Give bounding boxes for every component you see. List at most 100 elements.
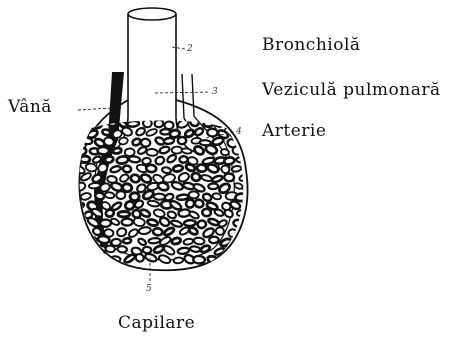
capillary-loop [162, 167, 172, 174]
capillary-loop [98, 235, 110, 244]
capillary-loop [193, 237, 204, 245]
capillary-loop [208, 218, 220, 227]
capillary-loop [249, 190, 260, 200]
capillary-loop [177, 247, 189, 255]
capillary-loop [145, 128, 157, 137]
capillary-loop [162, 244, 175, 256]
capillary-loop [245, 147, 255, 156]
capillary-loop [221, 149, 230, 156]
capillary-loop [144, 253, 157, 263]
capillary-loop [249, 226, 260, 235]
capillary-loop [105, 245, 115, 253]
capillary-loop [224, 157, 235, 166]
capillary-loop [102, 129, 111, 136]
capillary-loop [197, 164, 207, 172]
capillary-loop [74, 202, 84, 210]
capillary-loop [190, 246, 201, 253]
capillary-loop [209, 236, 219, 243]
capillary-loop [137, 146, 148, 156]
capillary-loop [194, 199, 204, 209]
capillary-loop [172, 147, 183, 154]
capillary-loop [240, 253, 253, 265]
capillary-loop [177, 171, 190, 183]
capillary-loop [214, 208, 224, 217]
label-capillaries: Capilare [118, 315, 195, 332]
label-artery: Arterie [262, 123, 326, 140]
capillary-loop [89, 183, 101, 189]
capillary-loop [184, 220, 196, 226]
capillary-loop [194, 127, 205, 137]
capillary-loop [143, 247, 152, 254]
capillary-loop [153, 245, 165, 254]
capillary-loop [116, 227, 127, 238]
capillary-loop [202, 208, 211, 216]
capillary-loop [250, 244, 261, 254]
capillary-loop [80, 156, 90, 163]
capillary-loop [147, 200, 159, 207]
capillary-loop [117, 246, 127, 253]
capillary-loop [116, 191, 126, 199]
callout-number-5: 5 [146, 285, 152, 294]
capillary-loop [85, 163, 97, 173]
capillary-loop [249, 173, 260, 181]
capillary-loop [235, 193, 247, 202]
capillary-loop [138, 226, 151, 234]
capillary-loop [103, 137, 114, 147]
capillary-loop [76, 237, 88, 245]
capillary-loop [243, 164, 253, 172]
capillary-loop [122, 219, 133, 226]
capillary-loop [243, 201, 253, 207]
capillary-loop [141, 138, 151, 147]
capillary-loop [242, 238, 252, 245]
capillary-loop [153, 228, 163, 236]
capillary-loop [183, 238, 194, 245]
capillary-loop [116, 156, 129, 165]
capillary-loop [124, 200, 135, 210]
capillary-loop [184, 129, 195, 139]
capillary-loop [148, 238, 160, 244]
capillary-loop [200, 244, 211, 253]
capillary-loop [75, 256, 85, 264]
capillary-loop [127, 120, 139, 127]
capillary-loop [88, 252, 101, 263]
capillary-loop [178, 137, 187, 145]
capillary-loop [105, 192, 115, 199]
capillary-loop [82, 121, 91, 127]
capillary-loop [211, 175, 223, 183]
capillary-loop [158, 254, 171, 265]
capillary-loop [247, 157, 259, 166]
capillary-loop [122, 165, 132, 173]
capillary-loop [188, 226, 199, 235]
capillary-loop [118, 211, 130, 217]
capillary-loop [244, 129, 255, 138]
capillary-loop [197, 220, 207, 229]
capillary-loop [110, 165, 122, 173]
capillary-loop [146, 149, 158, 156]
capillary-loop [203, 120, 213, 127]
callout-number-3: 3 [212, 88, 218, 97]
capillary-loop [179, 156, 188, 163]
capillary-loop [153, 193, 165, 199]
capillary-loop [248, 137, 259, 146]
capillary-loop [73, 127, 85, 138]
capillary-loop [231, 165, 241, 172]
capillary-loop [95, 192, 105, 200]
capillary-loop [193, 145, 205, 156]
capillary-loop [137, 237, 147, 246]
capillary-loop [80, 192, 92, 201]
capillary-loop [224, 173, 234, 181]
capillary-loop [159, 146, 170, 155]
capillary-loop [164, 138, 175, 145]
capillary-loop [201, 174, 213, 182]
capillary-loop [247, 119, 259, 129]
capillary-loop [80, 244, 90, 253]
capillary-loop [219, 253, 229, 262]
capillary-loop [129, 156, 141, 163]
capillary-loop [147, 219, 158, 227]
capillary-loop [202, 193, 212, 203]
capillary-loop [177, 118, 190, 129]
capillary-loop [133, 217, 146, 227]
capillary-loop [235, 245, 248, 256]
label-vesicle: Veziculă pulmonară [262, 82, 441, 99]
capillary-loop [171, 237, 181, 245]
